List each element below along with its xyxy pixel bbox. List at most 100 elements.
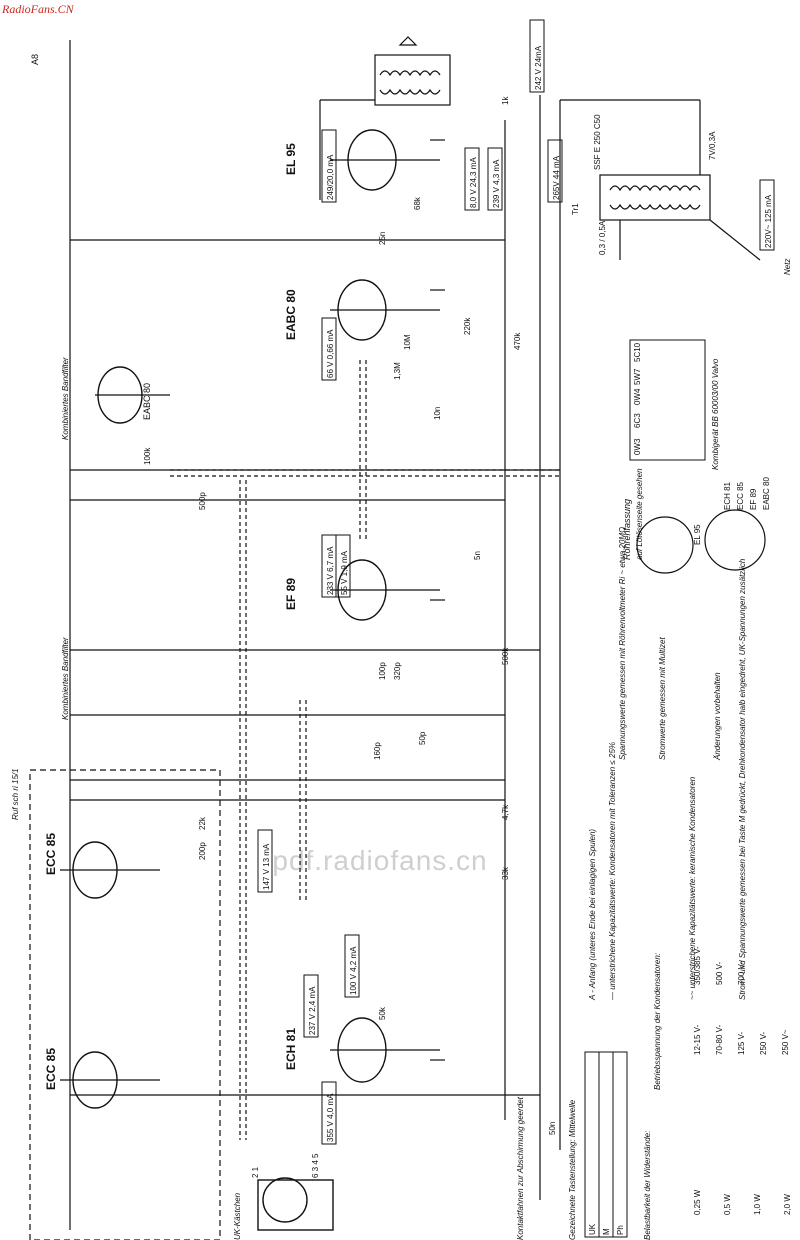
- tastenstellung-table: Gezeichnete Tastenstellung: Mittelwelle …: [568, 1051, 628, 1240]
- value-100k: 100k: [143, 447, 152, 465]
- component-values: 1k 100k 220k 470k 10M 1,3M 500k 33k 4,7k…: [143, 96, 557, 1135]
- value-470k: 470k: [513, 332, 522, 350]
- rufsch-label: Ruf sch ri 15/1: [11, 768, 20, 820]
- value-50p: 50p: [418, 731, 427, 745]
- voltage-55: 55 V 1,9 mA: [340, 550, 349, 595]
- value-25n: 25n: [378, 232, 387, 245]
- betriebsspannung-legend: Betriebsspannung der Kondensatoren: 12-1…: [653, 946, 790, 1090]
- note-unterstrichen: — unterstrichene Kapazitätswerte: Konden…: [608, 742, 617, 1001]
- label-ef89: EF 89: [284, 578, 298, 610]
- misc-labels: Kombiniertes Bandfilter Kombiniertes Ban…: [11, 54, 792, 1240]
- tube-eabc80-top: [97, 366, 143, 424]
- value-22k: 22k: [198, 816, 207, 830]
- kontaktfahnen-label: Kontaktfahnen zur Abschirmung geerdet: [516, 1096, 525, 1240]
- label-ech81: ECH 81: [284, 1028, 298, 1070]
- voltage-233: 233 V 6,7 mA: [326, 546, 335, 595]
- voltage-8v: 8,0 V 24,3 mA: [469, 157, 478, 208]
- tasten-row-uk: UK: [588, 1223, 597, 1235]
- note-a-anfang: A - Anfang (unteres Ende bei einlagigen …: [588, 829, 597, 1001]
- lamp-label: 7V/0,3A: [708, 131, 717, 160]
- label-ecc85-upper: ECC 85: [44, 833, 58, 875]
- voltage-labels: 242 V 24mA 249/20,0 mA 8,0 V 24,3 mA 239…: [262, 45, 773, 1142]
- label-eabc80: EABC 80: [284, 289, 298, 340]
- strip-0w3: 0W3: [633, 438, 642, 455]
- value-33k: 33k: [501, 866, 510, 880]
- strip-6c3: 6C3: [633, 413, 642, 428]
- belast-025: 0,25 W: [693, 1189, 702, 1215]
- belast-20: 2,0 W: [783, 1194, 792, 1215]
- voltage-boxes: [257, 19, 775, 1145]
- belast-05: 0,5 W: [723, 1194, 732, 1215]
- belast-title: Belastbarkeit der Widerstände:: [643, 1131, 652, 1240]
- rectifier-label: SSF E 250 C50: [593, 114, 602, 170]
- tube-ecc85-lower: [72, 1051, 118, 1109]
- value-100p: 100p: [378, 662, 387, 680]
- socket-subtitle: auf Lötösenseite gesehen: [635, 468, 644, 560]
- note-spannungswerte: Spannungswerte gemessen mit Röhrenvoltme…: [618, 527, 627, 760]
- value-50n: 50n: [548, 1122, 557, 1135]
- voltage-249: 249/20,0 mA: [326, 154, 335, 200]
- betrieb-350: 350/385 V-: [693, 946, 702, 985]
- kombigerat-label: Kombigerät BB 60003/00 Valvo: [711, 358, 720, 470]
- tube-ecc85-upper: [72, 841, 118, 899]
- betrieb-125: 125 V-: [737, 1032, 746, 1055]
- value-320p: 320p: [393, 662, 402, 680]
- betrieb-70-80: 70-80 V-: [715, 1024, 724, 1055]
- strip-0w4: 0W4: [633, 388, 642, 405]
- value-200p: 200p: [198, 842, 207, 860]
- uk-code-b: 6 3 4 5: [311, 1153, 320, 1178]
- tube-ef89: [337, 559, 387, 621]
- label-el95: EL 95: [284, 143, 298, 175]
- voltage-265: 265V 44 mA: [552, 155, 561, 200]
- page-mark: A8: [30, 54, 40, 65]
- tasten-row-m: M: [602, 1228, 611, 1235]
- voltage-355: 355 V 4,0 mA: [326, 1093, 335, 1142]
- belast-10: 1,0 W: [753, 1194, 762, 1215]
- value-160p: 160p: [373, 742, 382, 760]
- socket-tube-ecc85: ECC 85: [736, 481, 745, 510]
- socket-tube-ef89: EF 89: [749, 488, 758, 510]
- betrieb-12-15: 12-15 V-: [693, 1024, 702, 1055]
- value-1-3m: 1,3M: [393, 362, 402, 380]
- value-220k: 220k: [463, 317, 472, 335]
- socket-tube-ech81: ECH 81: [723, 481, 732, 510]
- note-stromwerte: Stromwerte gemessen mit Multizet: [658, 637, 667, 760]
- value-4-7k: 4,7k: [501, 804, 510, 820]
- betrieb-500: 500 V-: [715, 962, 724, 985]
- site-watermark: RadioFans.CN: [2, 2, 74, 16]
- value-10n: 10n: [433, 407, 442, 420]
- betrieb-700: 700 V-: [737, 962, 746, 985]
- notes-block: Spannungswerte gemessen mit Röhrenvoltme…: [588, 527, 747, 1001]
- betrieb-250ac: 250 V~: [781, 1029, 790, 1055]
- ghost-watermark: pdf.radiofans.cn: [272, 845, 488, 876]
- tube-envelopes: [72, 129, 397, 1231]
- note-strom-spannung: Strom- und Spannungswerte gemessen bei T…: [738, 558, 747, 1000]
- fuse-label: 0,3 / 0,5A: [598, 220, 607, 255]
- tr1-label: Tr1: [571, 203, 580, 215]
- netz-label: Netz: [783, 259, 792, 275]
- bandfilter-mid-label: Kombiniertes Bandfilter: [61, 637, 70, 720]
- strip-5w7: 5W7: [633, 368, 642, 385]
- voltage-239: 239 V 4,3 mA: [492, 159, 501, 208]
- voltage-242: 242 V 24mA: [534, 45, 543, 90]
- tube-eabc80: [337, 279, 387, 341]
- socket-title: Röhrenfassung: [622, 499, 632, 560]
- uk-kaestchen-icon: [262, 1177, 308, 1223]
- bandfilter-top-label: Kombiniertes Bandfilter: [61, 357, 70, 440]
- value-500p: 500p: [198, 492, 207, 510]
- label-eabc80-top: EABC 80: [142, 383, 152, 420]
- tube-el95: [347, 129, 397, 191]
- socket-block: Röhrenfassung auf Lötösenseite gesehen E…: [622, 339, 771, 560]
- value-500k: 500k: [501, 647, 510, 665]
- tube-labels: EL 95 EABC 80 EF 89 ECH 81 ECC 85 ECC 85…: [44, 143, 298, 1090]
- belastbarkeit-legend: Belastbarkeit der Widerstände: 0,25 W 0,…: [643, 1131, 792, 1240]
- tube-ech81: [337, 1017, 387, 1083]
- voltage-220-mains: 220V~ 125 mA: [764, 194, 773, 248]
- label-ecc85-lower: ECC 85: [44, 1048, 58, 1090]
- note-aenderungen: Änderungen vorbehalten: [713, 672, 722, 761]
- betrieb-250dc: 250 V-: [759, 1032, 768, 1055]
- voltage-147: 147 V 13 mA: [262, 843, 271, 890]
- value-50k: 50k: [378, 1006, 387, 1020]
